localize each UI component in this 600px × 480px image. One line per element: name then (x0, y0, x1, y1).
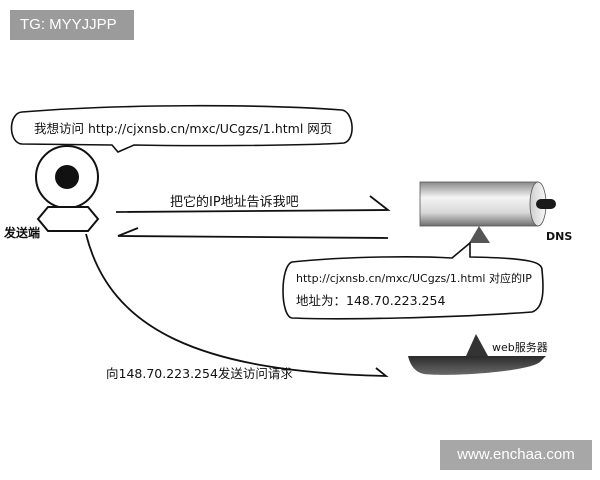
dns-reply-arrow (117, 227, 389, 239)
web-server-label: web服务器 (492, 341, 548, 354)
dns-server-icon (419, 181, 556, 243)
web-server-icon (408, 334, 546, 375)
tg-label: TG: MYYJJPP (10, 10, 134, 40)
site-watermark: www.enchaa.com (440, 440, 592, 470)
dns-query-arrow (115, 195, 391, 213)
sender-speech-bubble (10, 104, 353, 153)
dns-reply-bubble (282, 241, 544, 320)
dns-reply-line2: 地址为：148.70.223.254 (296, 293, 446, 308)
sender-computer-icon (35, 145, 100, 232)
sender-label: 发送端 (4, 226, 41, 240)
request-label: 向148.70.223.254发送访问请求 (106, 366, 293, 381)
dns-label: DNS (546, 230, 573, 243)
sender-bubble-text: 我想访问 http://cjxnsb.cn/mxc/UCgzs/1.html 网… (34, 121, 333, 136)
web-request-arrow (85, 233, 389, 377)
dns-reply-line1: http://cjxnsb.cn/mxc/UCgzs/1.html 对应的IP (296, 272, 532, 285)
dns-query-label: 把它的IP地址告诉我吧 (170, 195, 299, 210)
